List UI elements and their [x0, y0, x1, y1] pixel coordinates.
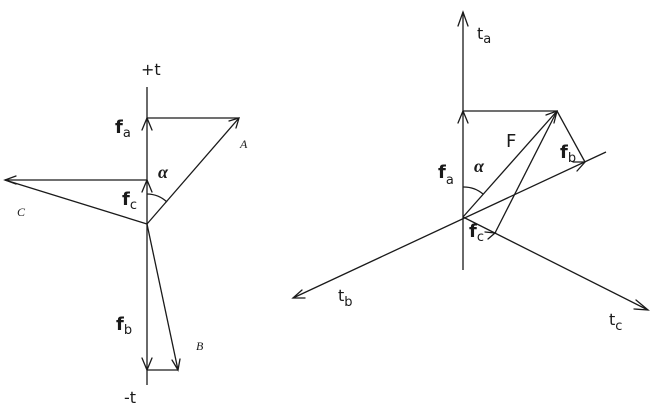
left-alpha-label: α — [158, 162, 169, 182]
left-origin-to-B-line — [146, 223, 179, 371]
left-origin-to-A-line — [146, 117, 240, 225]
left-point-A-label: A — [239, 137, 248, 151]
left-fb-arrowhead — [141, 357, 153, 372]
right-tb-axis — [292, 151, 607, 299]
right-tb-arrowhead — [291, 289, 306, 299]
right-fa-label: fa — [438, 162, 454, 188]
right-tc-axis — [462, 216, 649, 311]
right-ta-label: ta — [477, 24, 491, 47]
left-point-C-label: C — [17, 205, 26, 219]
left-origin-to-C-line — [4, 179, 148, 225]
right-alpha-arc — [462, 186, 484, 195]
right-fc-label: fc — [469, 221, 484, 245]
right-F-to-fc-line — [494, 110, 558, 234]
left-B-arrowhead — [171, 358, 181, 372]
right-fb-label: fb — [560, 142, 576, 166]
right-tb-label: tb — [338, 286, 353, 310]
left-axis-bottom-label: -t — [124, 388, 136, 407]
right-fc-arrowhead — [484, 231, 497, 240]
left-A-arrowhead — [228, 117, 240, 129]
left-point-B-label: B — [196, 339, 204, 353]
left-axis-top-label: +t — [141, 60, 161, 79]
right-diagram: ta tb tc F α fa fb fc — [291, 10, 650, 334]
left-fa-label: fa — [115, 117, 131, 141]
right-resultant-F — [462, 110, 558, 218]
left-fc-label: fc — [122, 189, 137, 213]
left-fb-label: fb — [116, 314, 132, 338]
left-alpha-arc — [146, 193, 168, 203]
right-tc-arrowhead — [633, 299, 650, 311]
right-F-to-fb-line — [556, 110, 586, 163]
right-alpha-label: α — [474, 156, 485, 176]
right-ta-arrowhead — [457, 10, 469, 27]
left-diagram: +t -t fa fc fb α A B C — [3, 60, 248, 407]
right-F-label: F — [506, 131, 516, 152]
right-tc-label: tc — [609, 310, 622, 334]
